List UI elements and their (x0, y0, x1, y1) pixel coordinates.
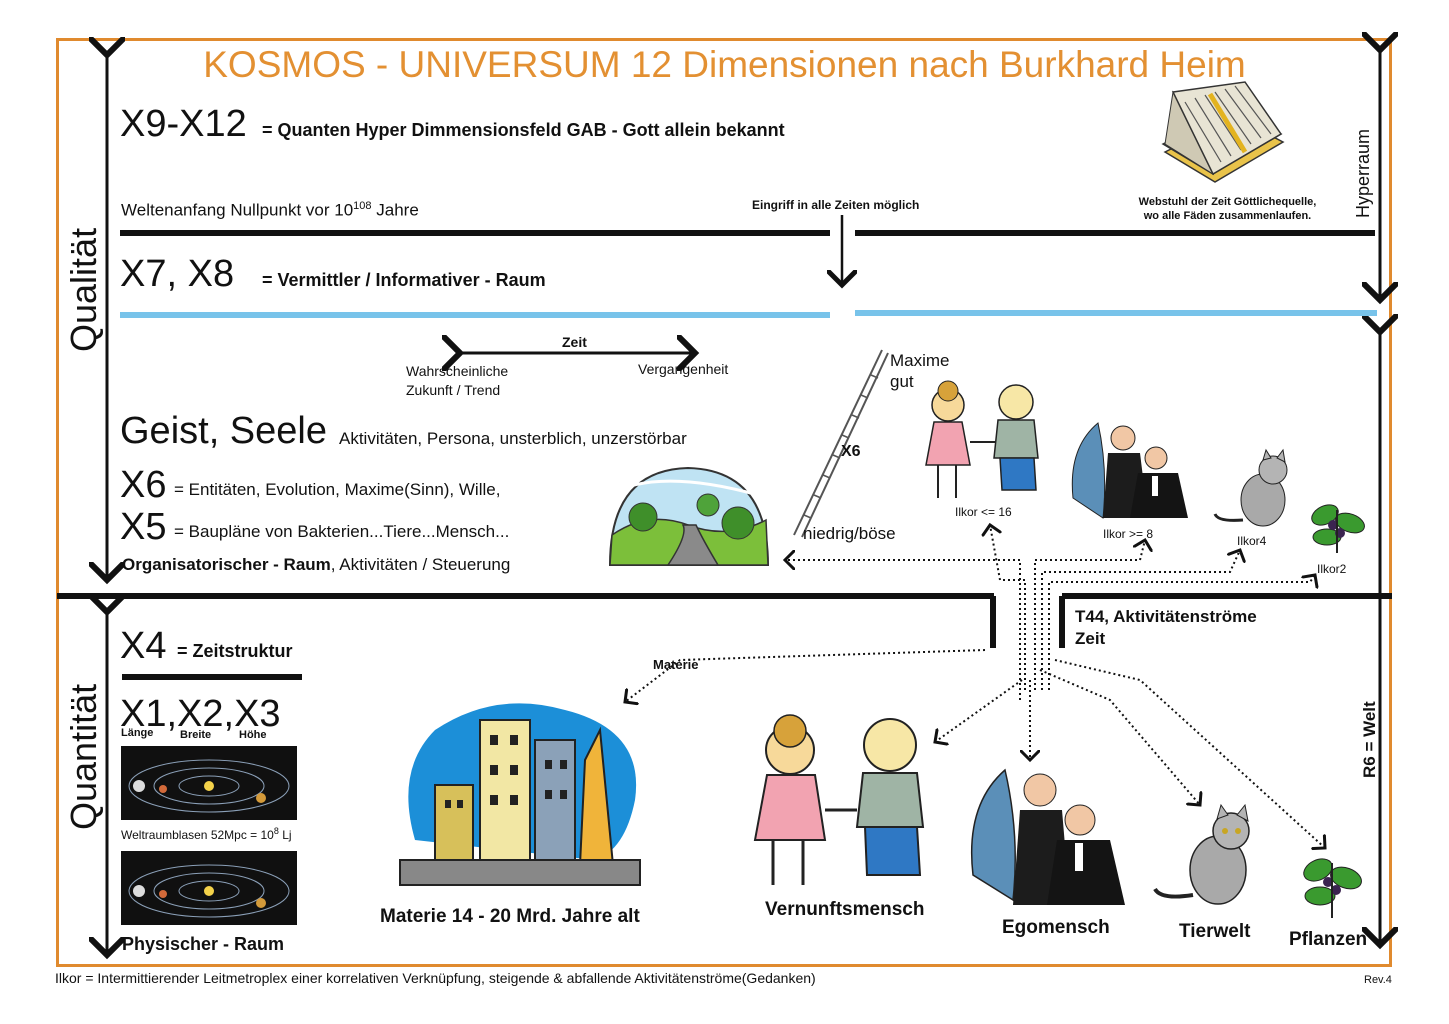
spirit-heading: Geist, Seele (120, 410, 327, 452)
stream-to-landscape (785, 560, 1021, 700)
small-plant-icon (1311, 504, 1365, 553)
small-ego-couple-icon (1071, 422, 1188, 519)
divider-main-right (1062, 593, 1392, 599)
quantity-label: Quantität (63, 683, 104, 830)
origin-text: Weltenanfang Nullpunkt vor 10108 Jahre (121, 200, 419, 220)
bubbles-label: Weltraumblasen 52Mpc = 108 Lj (121, 826, 292, 842)
intervention-label: Eingriff in alle Zeiten möglich (752, 198, 920, 212)
width-label: Breite (180, 729, 212, 741)
ilkor16-label: Ilkor <= 16 (955, 505, 1012, 519)
x4-desc: = Zeitstruktur (177, 641, 293, 661)
x6-ladder-icon (793, 349, 889, 538)
past-label: Vergangenheit (638, 361, 729, 377)
ilkor8-label: Ilkor >= 8 (1103, 527, 1154, 541)
plant-icon (1303, 858, 1362, 918)
ego-couple-icon (970, 768, 1125, 905)
time-label: Zeit (562, 334, 587, 350)
x9-x12-heading: X9-X12 (120, 103, 247, 145)
footer-note: Ilkor = Intermittierender Leitmetroplex … (55, 970, 816, 986)
divider-x9-right (855, 230, 1375, 236)
human-caption: Vernunftsmensch (765, 899, 925, 920)
stream-to-ilkor8 (1034, 540, 1145, 690)
stream-to-animals (1039, 669, 1200, 805)
ilkor4-label: Ilkor4 (1237, 534, 1267, 548)
ladder-x6-label: X6 (841, 443, 861, 460)
length-label: Länge (121, 727, 154, 739)
height-label: Höhe (239, 729, 267, 741)
low-label: niedrig/böse (803, 524, 896, 543)
solar-system-image-top (121, 746, 297, 820)
revision-label: Rev.4 (1364, 974, 1392, 986)
org-space-label: Organisatorischer - Raum, Aktivitäten / … (122, 555, 511, 574)
city-icon (399, 703, 641, 886)
x123-heading: X1,X2,X3 (120, 693, 281, 735)
stream-to-matter (625, 649, 986, 702)
ilkor2-label: Ilkor2 (1317, 562, 1347, 576)
x5-desc: = Baupläne von Bakterien...Tiere...Mensc… (174, 522, 510, 541)
matter-label: Materie (653, 657, 699, 672)
x9-x12-desc: = Quanten Hyper Dimmensionsfeld GAB - Go… (262, 120, 785, 140)
book-icon (1161, 81, 1285, 183)
x5-heading: X5 (120, 506, 167, 548)
x4-heading: X4 (120, 625, 167, 667)
divider-main-left (57, 593, 994, 599)
landscape-icon (608, 466, 770, 566)
small-couple-icon (925, 380, 1039, 498)
page-title: KOSMOS - UNIVERSUM 12 Dimensionen nach B… (203, 44, 1246, 85)
divider-x7-right (855, 310, 1377, 316)
divider-x7-left (120, 312, 830, 318)
solar-system-image-bottom (121, 851, 297, 925)
physical-space-label: Physischer - Raum (122, 934, 285, 954)
x6-heading: X6 (120, 464, 167, 506)
x6-desc: = Entitäten, Evolution, Maxime(Sinn), Wi… (174, 480, 501, 499)
small-cat-icon (1213, 448, 1288, 527)
stream-to-human (935, 679, 1023, 742)
divider-x9-left (120, 230, 830, 236)
spirit-desc: Aktivitäten, Persona, unsterblich, unzer… (339, 429, 687, 448)
loom-caption: Webstuhl der Zeit Göttlichequelle,wo all… (1138, 196, 1317, 222)
ego-caption: Egomensch (1002, 917, 1110, 938)
human-couple-icon (753, 714, 925, 885)
plants-caption: Pflanzen (1289, 929, 1368, 950)
matter-caption: Materie 14 - 20 Mrd. Jahre alt (380, 906, 640, 927)
x7-x8-heading: X7, X8 (120, 253, 235, 295)
stream-to-ilkor4 (1041, 550, 1240, 690)
quality-label: Qualität (63, 227, 104, 352)
stream-to-ilkor16 (990, 525, 1026, 690)
hyperspace-label: Hyperraum (1353, 128, 1373, 218)
world-label: R6 = Welt (1360, 701, 1379, 778)
x7-x8-desc: = Vermittler / Informativer - Raum (262, 270, 546, 290)
cat-icon (1153, 803, 1250, 905)
divider-x4 (122, 674, 302, 680)
animals-caption: Tierwelt (1179, 921, 1251, 942)
